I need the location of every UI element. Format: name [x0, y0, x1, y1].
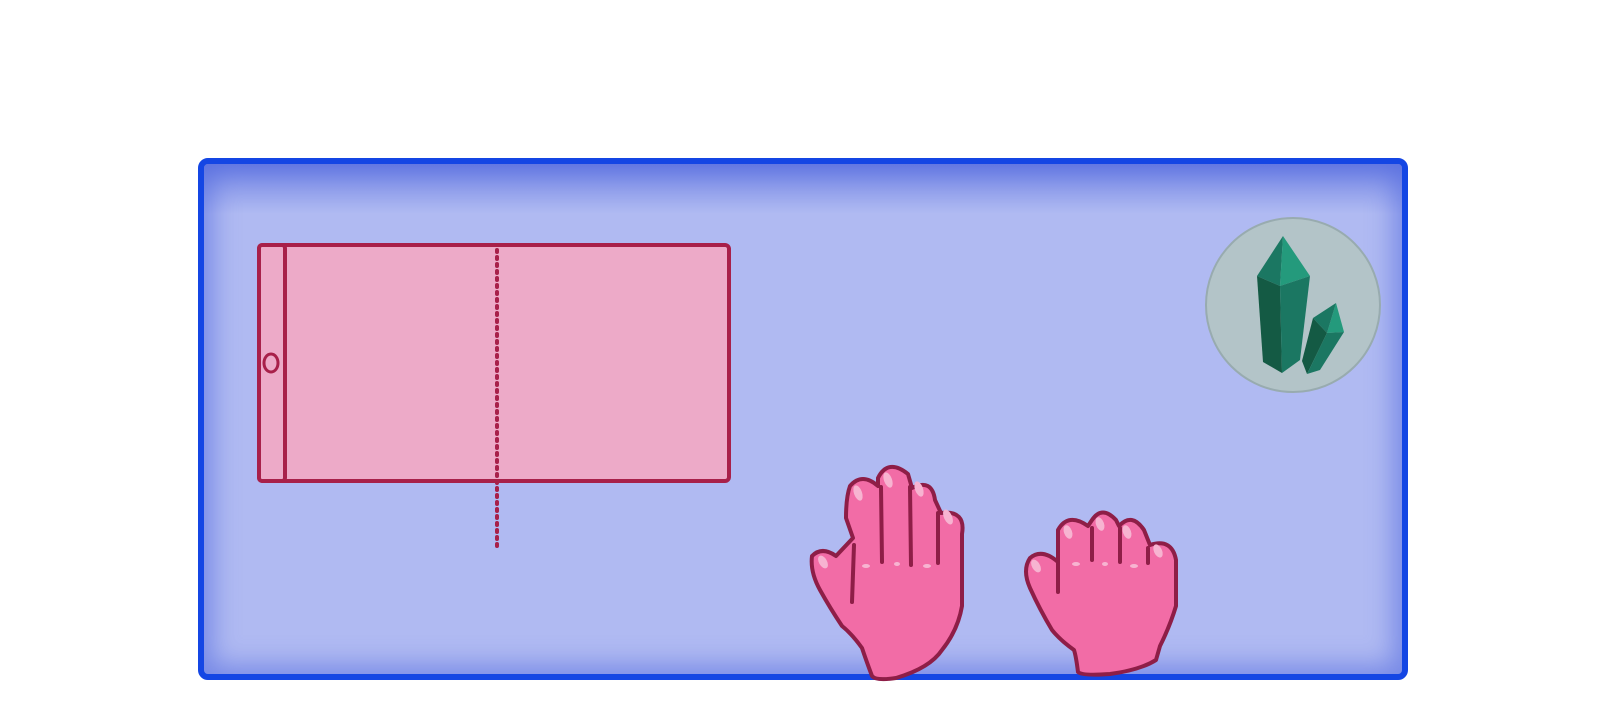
curled-hand-icon[interactable]: [1024, 510, 1178, 677]
open-hand-icon[interactable]: [809, 465, 965, 682]
fold-card[interactable]: [257, 243, 731, 550]
card-hole-icon: [262, 352, 280, 374]
green-crystals-icon[interactable]: [1205, 217, 1381, 393]
